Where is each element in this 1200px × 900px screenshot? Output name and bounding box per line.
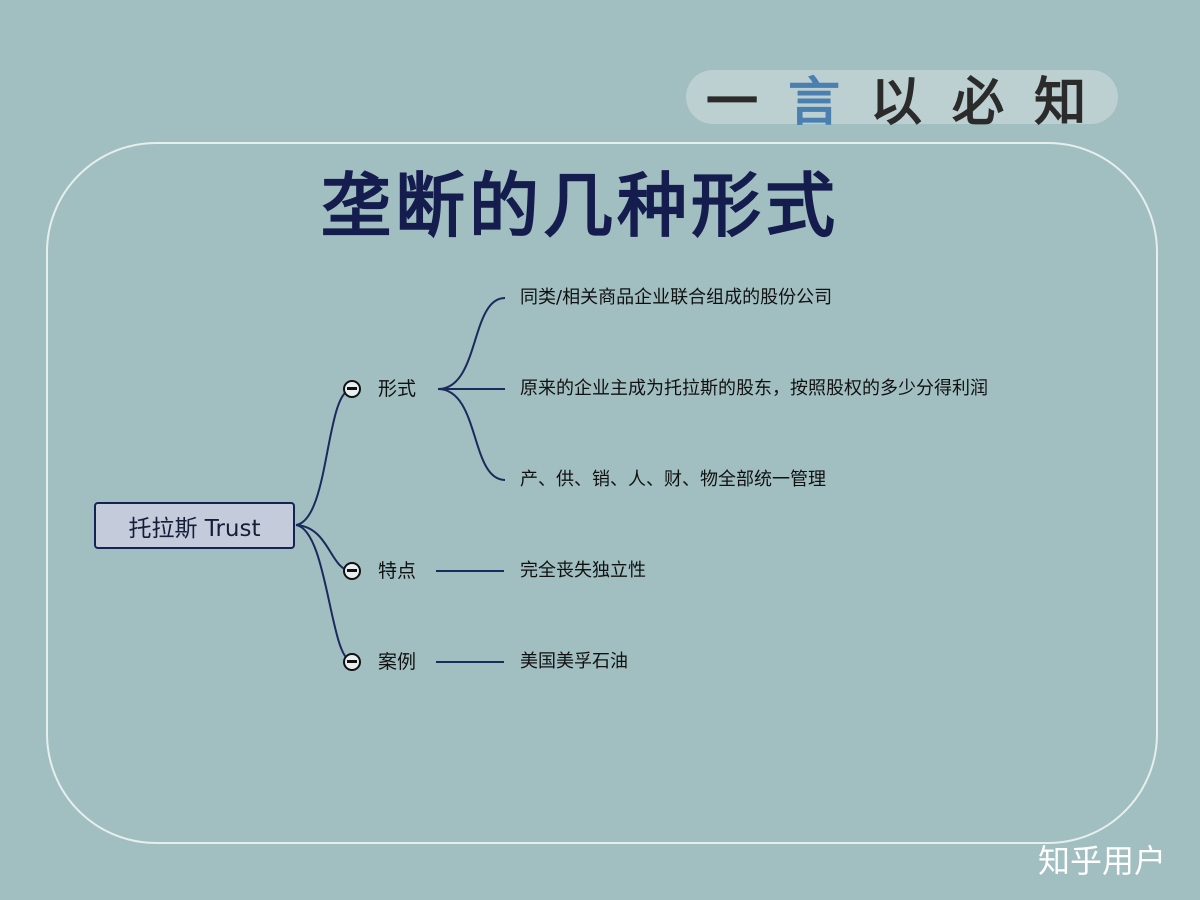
brand-banner	[686, 70, 1118, 124]
page-title: 垄断的几种形式	[321, 165, 839, 247]
connector-form-leaf-3	[437, 388, 506, 481]
brand-char-4: 必	[952, 71, 1005, 133]
connector-form-leaf-1	[437, 297, 506, 390]
brand-logo: 一 言 以 必 知	[706, 60, 1106, 134]
leaf-case-1[interactable]: 美国美孚石油	[520, 651, 628, 672]
root-node-label: 托拉斯 Trust	[128, 515, 261, 542]
brand-char-3: 以	[870, 71, 923, 133]
collapse-case-icon[interactable]	[343, 653, 361, 671]
leaf-form-1[interactable]: 同类/相关商品企业联合组成的股份公司	[520, 287, 833, 308]
root-node[interactable]: 托拉斯 Trust	[94, 502, 295, 549]
watermark: 知乎用户	[1037, 842, 1166, 880]
brand-char-5: 知	[1034, 71, 1087, 133]
leaf-form-3[interactable]: 产、供、销、人、财、物全部统一管理	[520, 469, 826, 490]
branch-form[interactable]: 形式	[378, 378, 417, 400]
leaf-feature-1[interactable]: 完全丧失独立性	[520, 560, 646, 581]
connector-root-form	[295, 388, 353, 526]
leaf-form-2[interactable]: 原来的企业主成为托拉斯的股东，按照股权的多少分得利润	[520, 378, 988, 399]
connector-root-case	[295, 524, 353, 662]
branch-case[interactable]: 案例	[378, 651, 417, 673]
brand-char-2: 言	[788, 71, 841, 133]
rounded-frame	[46, 142, 1158, 844]
collapse-feature-icon[interactable]	[343, 562, 361, 580]
collapse-form-icon[interactable]	[343, 380, 361, 398]
brand-char-1: 一	[706, 71, 759, 133]
branch-feature[interactable]: 特点	[378, 560, 417, 582]
connector-root-feature	[295, 524, 353, 572]
